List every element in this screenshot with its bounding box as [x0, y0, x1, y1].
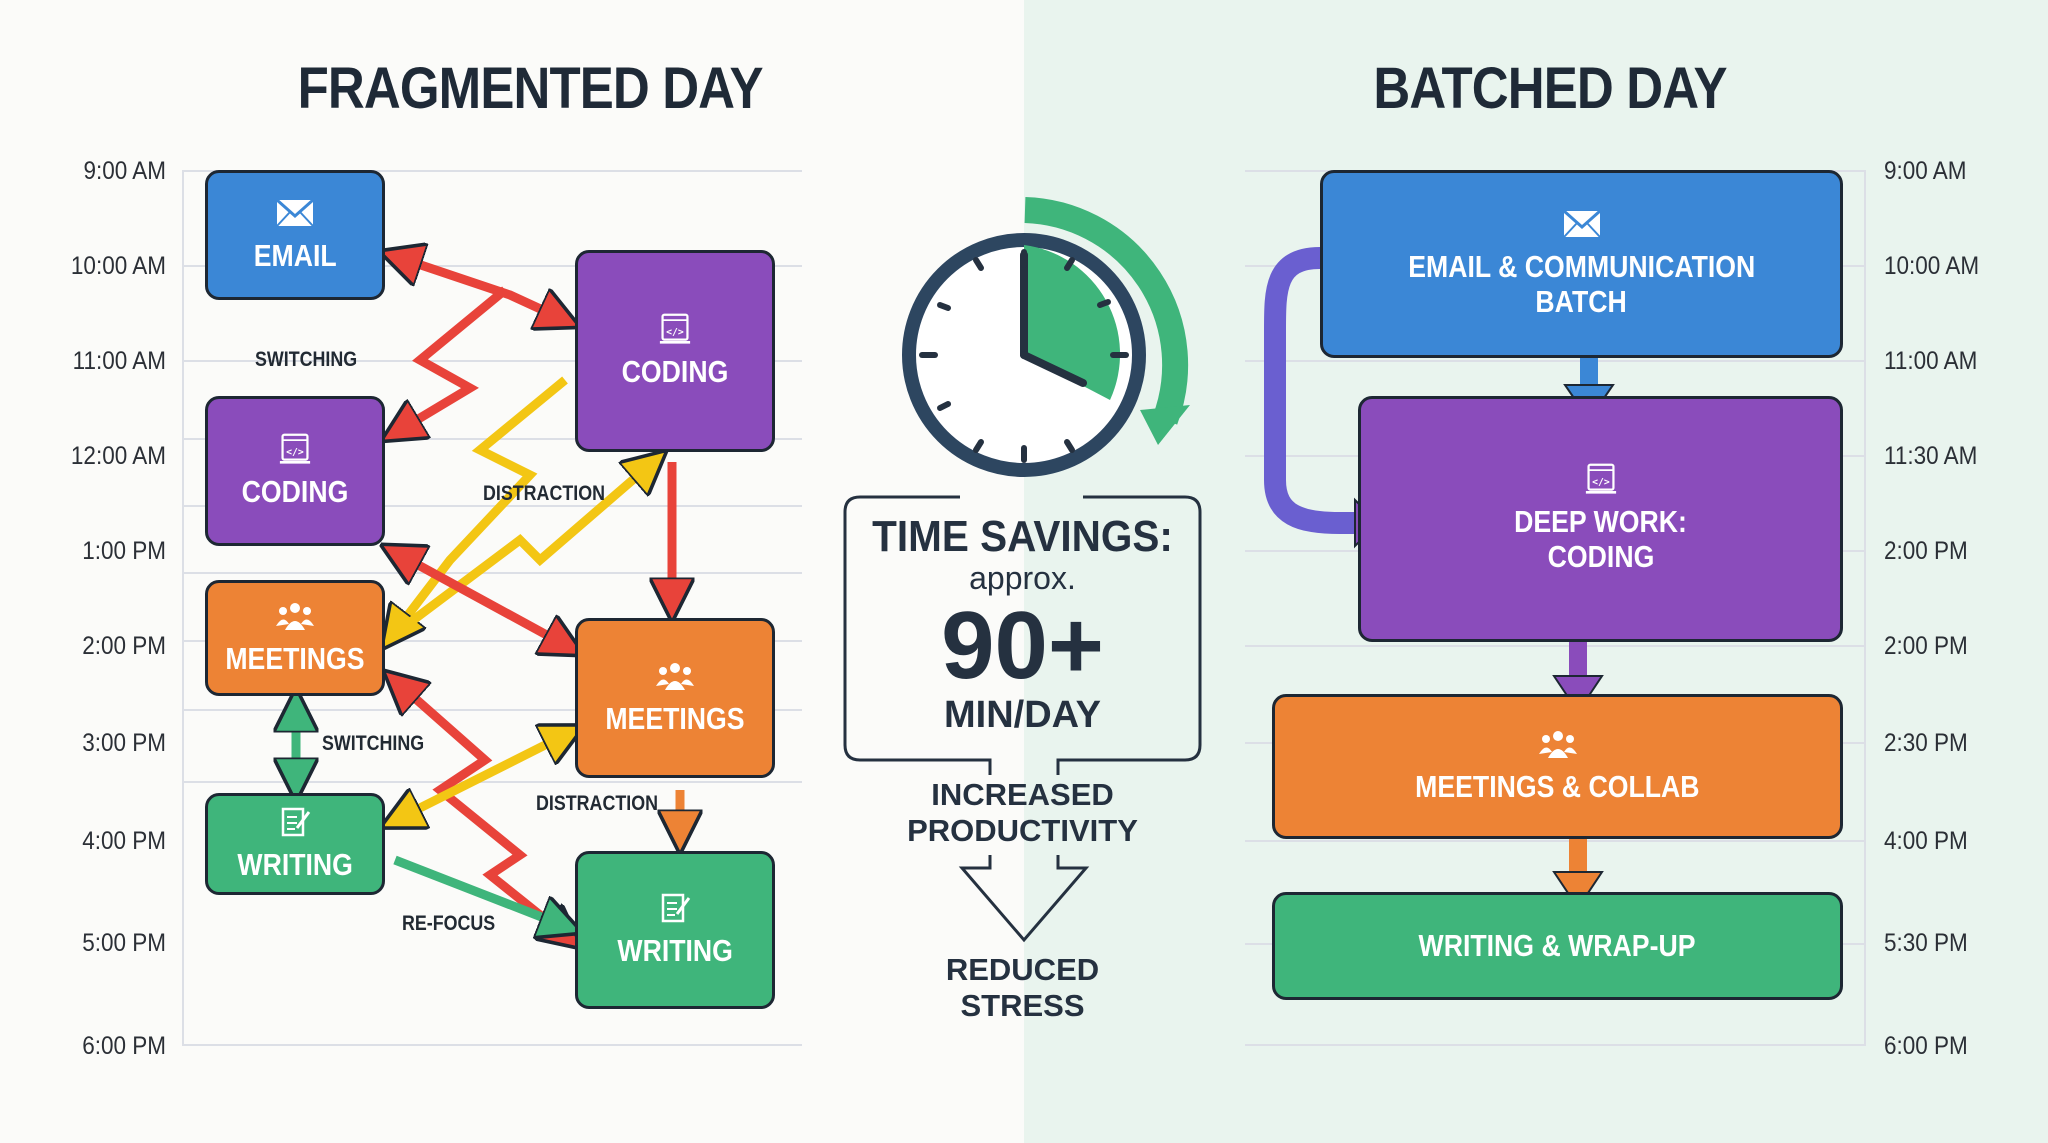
- annotation-switching: SWITCHING: [255, 348, 358, 371]
- block-label: CODING: [1547, 539, 1654, 574]
- block-meetings: MEETINGS: [205, 580, 385, 696]
- time-label: 11:00 AM: [1884, 347, 1978, 375]
- block-label: WRITING: [617, 932, 733, 968]
- annotation-refocus: RE-FOCUS: [402, 912, 496, 935]
- envelope-icon: [276, 198, 314, 227]
- people-icon: [656, 662, 694, 690]
- block-label: BATCH: [1535, 284, 1628, 319]
- envelope-icon: [1562, 210, 1601, 238]
- block-label: MEETINGS: [225, 640, 365, 676]
- block-coding: </> CODING: [205, 396, 385, 546]
- time-label: 11:30 AM: [1884, 442, 1978, 470]
- block-writing: WRITING: [205, 793, 385, 895]
- time-label: 4:00 PM: [1884, 827, 1968, 855]
- gridline: [1245, 1044, 1865, 1046]
- clock-icon: [902, 197, 1190, 477]
- time-savings-label: TIME SAVINGS:: [872, 512, 1173, 561]
- time-label: 9:00 AM: [83, 157, 166, 185]
- block-writing-wrapup: WRITING & WRAP-UP: [1272, 892, 1843, 1000]
- time-label: 3:00 PM: [82, 729, 166, 757]
- block-meetings-collab: MEETINGS & COLLAB: [1272, 694, 1843, 839]
- time-label: 6:00 PM: [1884, 1032, 1968, 1060]
- gridline: [182, 1044, 802, 1046]
- annotation-distraction: DISTRACTION: [483, 482, 605, 505]
- fragmented-title: FRAGMENTED DAY: [297, 56, 764, 121]
- block-meetings: MEETINGS: [575, 618, 775, 778]
- benefit-line: REDUCED: [945, 952, 1100, 987]
- code-window-icon: </>: [659, 313, 691, 344]
- time-label: 11:00 AM: [72, 347, 166, 375]
- block-email-batch: EMAIL & COMMUNICATION BATCH: [1320, 170, 1843, 358]
- gridline: [182, 360, 802, 362]
- svg-text:</>: </>: [286, 447, 304, 458]
- time-label: 2:00 PM: [1884, 537, 1968, 565]
- code-window-icon: </>: [279, 433, 311, 464]
- document-edit-icon: [281, 807, 311, 836]
- block-label: MEETINGS: [605, 700, 745, 736]
- timeline-axis: [182, 170, 184, 1046]
- benefit-line: INCREASED: [931, 777, 1114, 812]
- time-label: 1:00 PM: [82, 537, 166, 565]
- time-label: 6:00 PM: [82, 1032, 166, 1060]
- savings-value: 90+: [941, 592, 1104, 699]
- svg-text:</>: </>: [666, 327, 684, 338]
- time-label: 4:00 PM: [82, 827, 166, 855]
- block-label: EMAIL & COMMUNICATION: [1407, 249, 1756, 285]
- code-window-icon: </>: [1585, 463, 1616, 494]
- block-email: EMAIL: [205, 170, 385, 300]
- block-label: WRITING: [237, 846, 353, 882]
- block-label: EMAIL: [253, 237, 337, 273]
- time-label: 5:30 PM: [1884, 929, 1968, 957]
- benefit-line: STRESS: [960, 988, 1085, 1023]
- timeline-axis: [1864, 170, 1866, 1046]
- block-coding: </> CODING: [575, 250, 775, 452]
- annotation-distraction: DISTRACTION: [536, 792, 658, 815]
- time-label: 5:00 PM: [82, 929, 166, 957]
- approx-label: approx.: [969, 560, 1076, 596]
- svg-text:</>: </>: [1592, 478, 1610, 489]
- gridline: [182, 170, 802, 172]
- batched-title: BATCHED DAY: [1373, 56, 1727, 121]
- people-icon: [1538, 731, 1577, 759]
- gridline: [182, 505, 802, 507]
- block-label: WRITING & WRAP-UP: [1419, 927, 1696, 963]
- block-label: CODING: [241, 473, 349, 509]
- time-label: 10:00 AM: [70, 252, 166, 280]
- time-label: 2:00 PM: [82, 632, 166, 660]
- time-label: 10:00 AM: [1884, 252, 1980, 280]
- time-label: 2:00 PM: [1884, 632, 1968, 660]
- block-deep-work: </> DEEP WORK: CODING: [1358, 396, 1843, 642]
- people-icon: [276, 602, 314, 630]
- benefit-productivity: INCREASED PRODUCTIVITY: [845, 777, 1200, 849]
- annotation-switching: SWITCHING: [322, 732, 425, 755]
- block-label: MEETINGS & COLLAB: [1415, 769, 1700, 805]
- time-label: 12:00 AM: [70, 442, 166, 470]
- gridline: [1245, 840, 1865, 842]
- time-label: 9:00 AM: [1884, 157, 1967, 185]
- benefit-stress: REDUCED STRESS: [845, 952, 1200, 1024]
- gridline: [1245, 645, 1865, 647]
- block-label: CODING: [621, 353, 729, 389]
- benefit-line: PRODUCTIVITY: [907, 813, 1138, 848]
- savings-unit: MIN/DAY: [944, 694, 1101, 736]
- time-label: 2:30 PM: [1884, 729, 1968, 757]
- document-edit-icon: [661, 893, 691, 922]
- block-label: DEEP WORK:: [1514, 504, 1687, 540]
- block-writing: WRITING: [575, 851, 775, 1009]
- gridline: [1245, 360, 1865, 362]
